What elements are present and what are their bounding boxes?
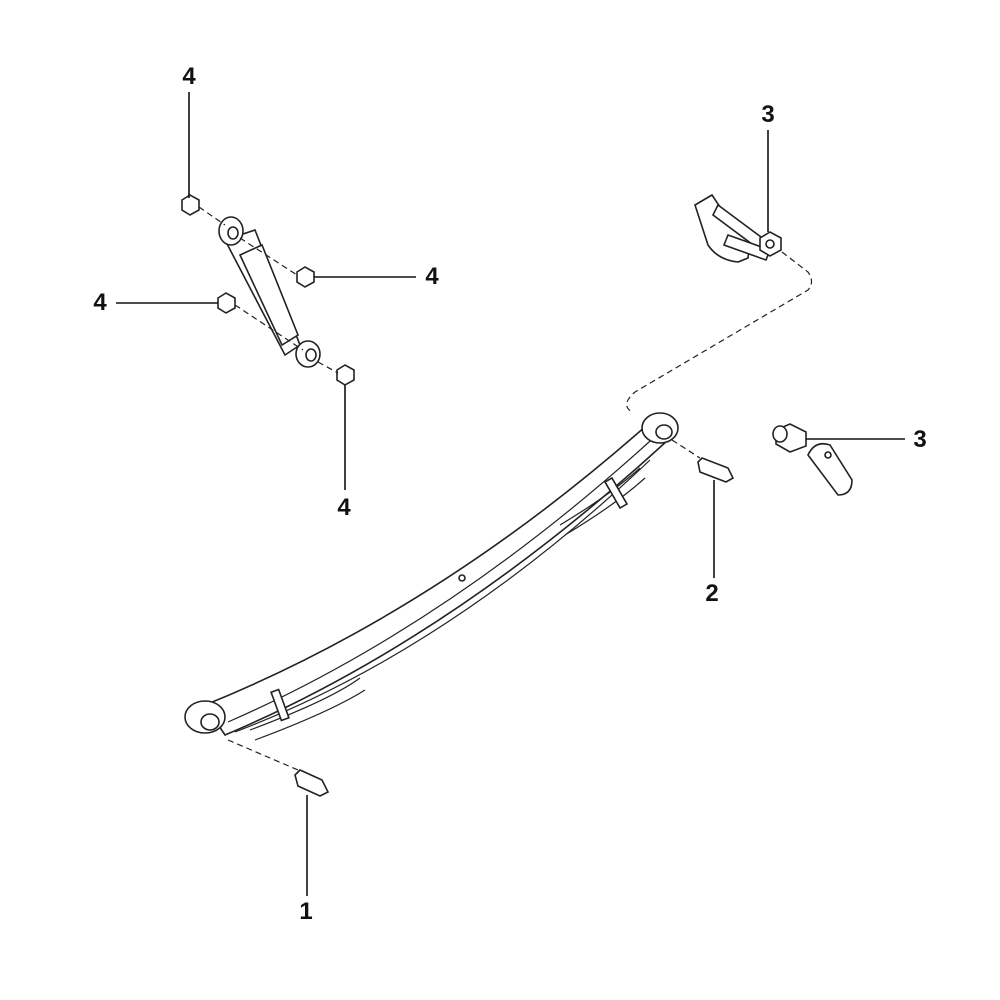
shackle-bracket [694, 193, 782, 263]
bushing-1 [294, 769, 330, 797]
leaf-spring [184, 412, 679, 741]
callout-label-rear-bushing: 2 [705, 580, 719, 607]
callout-label-shock-top-nut: 4 [182, 63, 196, 90]
callout-label-front-shackle: 3 [761, 101, 775, 128]
callout-label-shock-lower-left-nut: 4 [93, 289, 107, 316]
shock-nuts [181, 194, 355, 386]
callout-label-shock-bottom-nut: 4 [337, 494, 351, 521]
shock-absorber [218, 216, 321, 368]
shackle-plate-part [772, 423, 853, 496]
bushing-2 [697, 457, 735, 483]
callout-label-shock-upper-right-nut: 4 [425, 263, 439, 290]
callout-label-front-bushing: 1 [299, 898, 313, 925]
callout-label-shackle-plate: 3 [913, 426, 927, 453]
